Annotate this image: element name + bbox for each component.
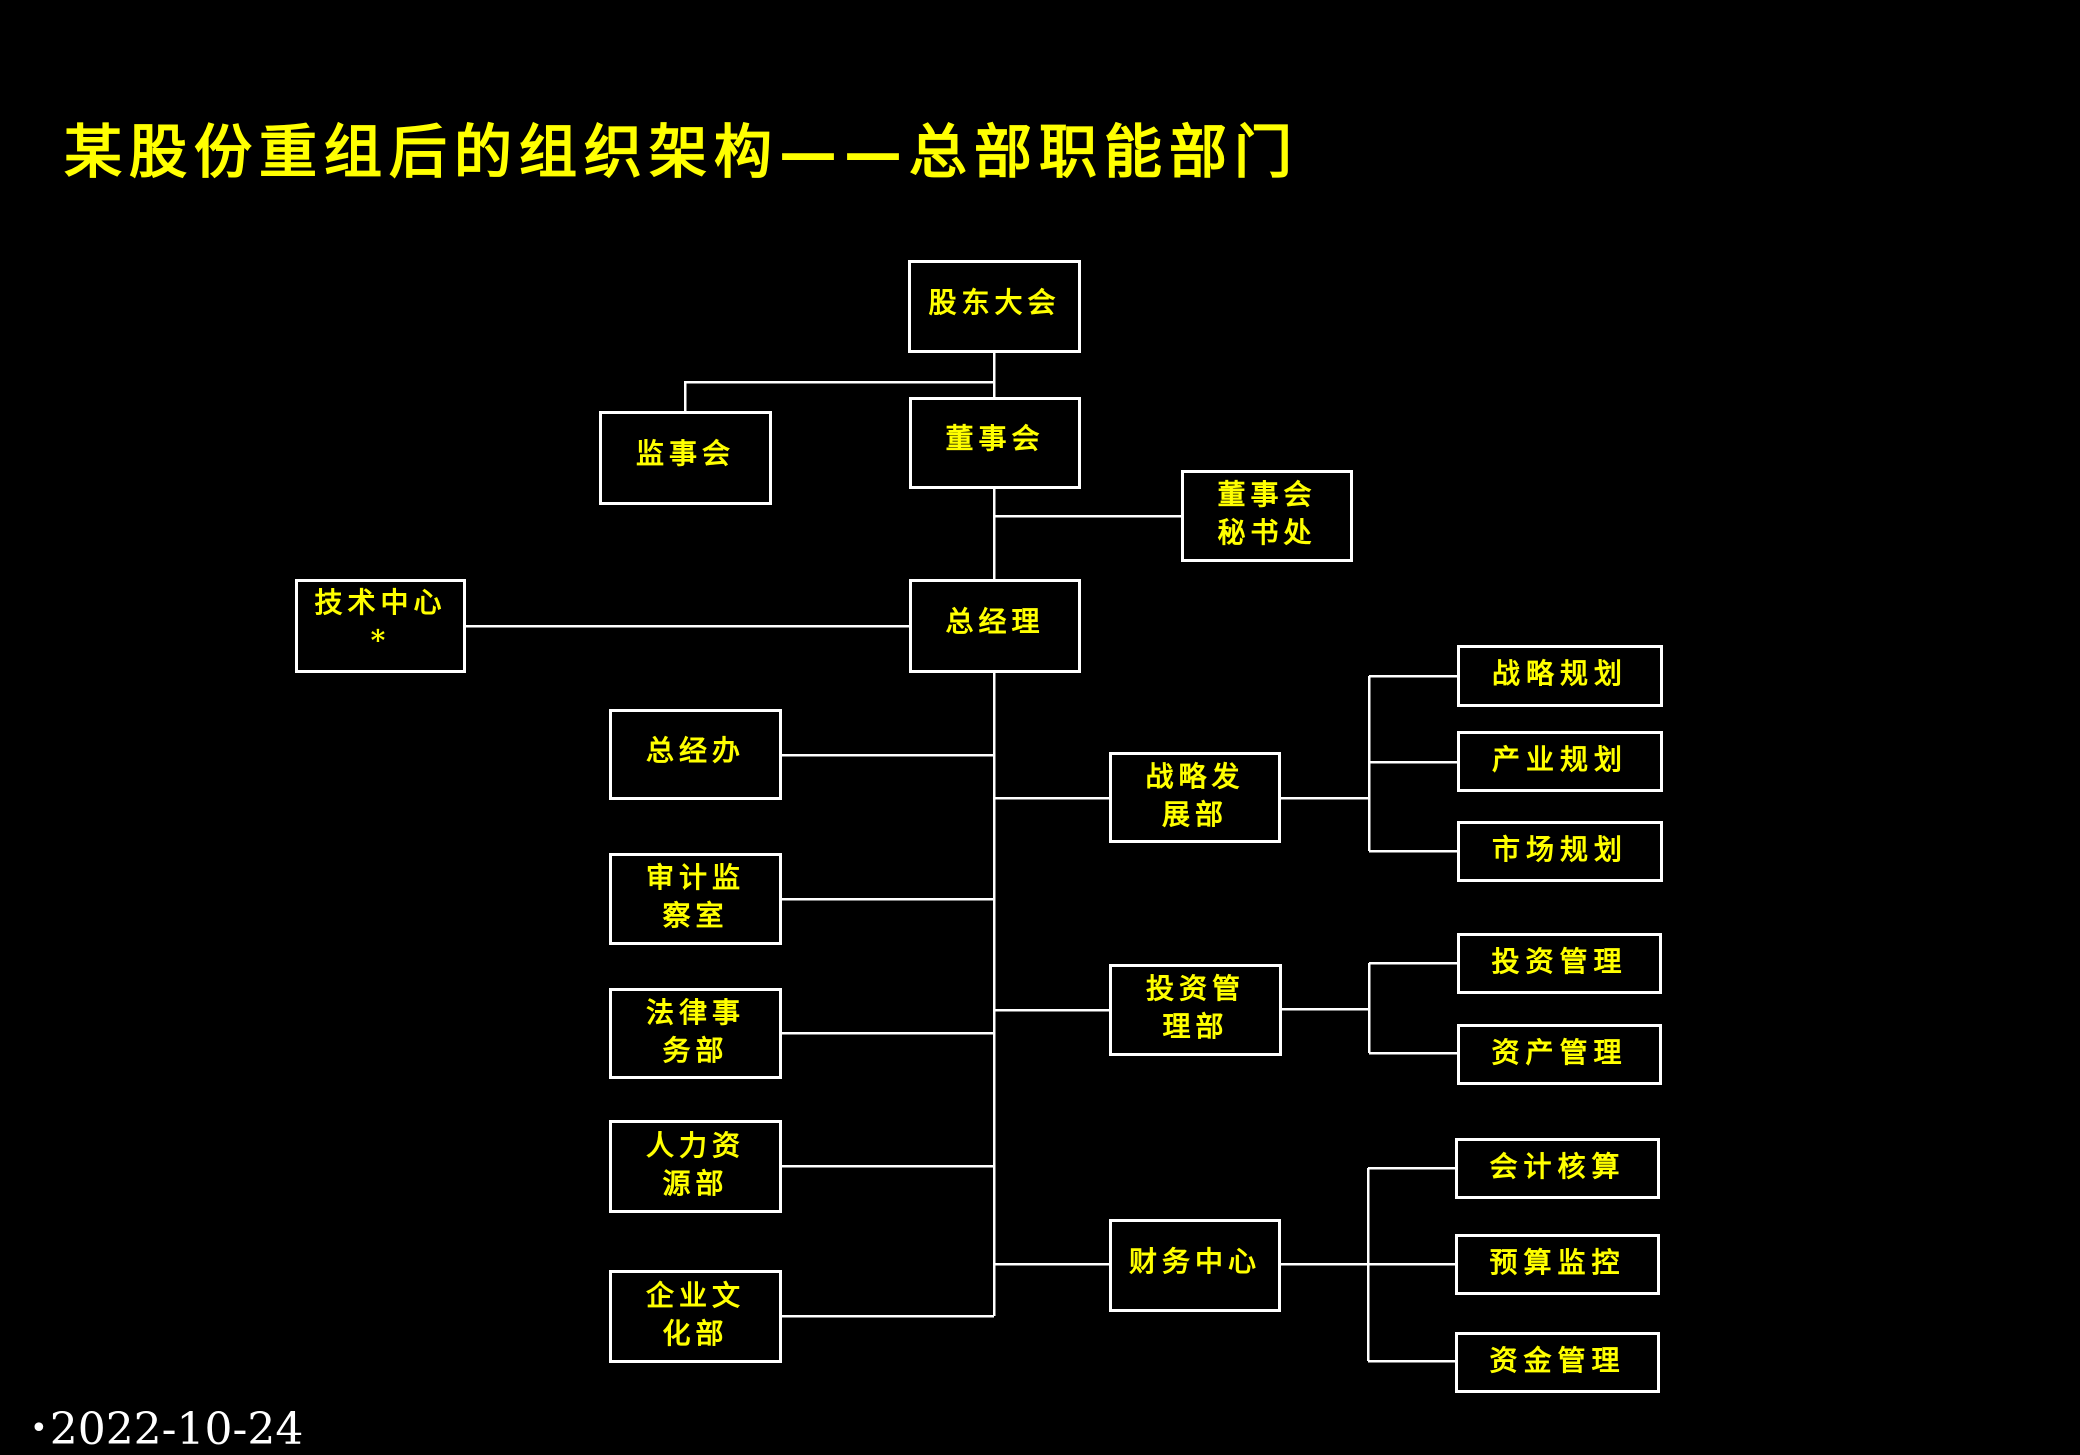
node-label: 投资管理 [1491, 944, 1628, 978]
bullet-icon: • [30, 1411, 48, 1446]
node-right-dept-investment: 投资管理部 [1109, 964, 1282, 1056]
node-label: 法律事务部 [645, 995, 745, 1067]
node-left-dept-general-office: 总经办 [609, 709, 782, 800]
node-sub-market-planning: 市场规划 [1457, 821, 1663, 882]
node-label: 人力资源部 [645, 1128, 745, 1200]
node-general-manager: 总经理 [909, 579, 1081, 673]
node-left-dept-hr: 人力资源部 [609, 1120, 782, 1213]
node-label: 总经办 [645, 733, 745, 767]
node-shareholders-meeting: 股东大会 [908, 260, 1081, 353]
node-label: 股东大会 [928, 285, 1061, 319]
node-label: 企业文化部 [645, 1278, 745, 1350]
node-label: 监事会 [635, 437, 735, 470]
node-sub-accounting: 会计核算 [1455, 1138, 1660, 1199]
node-left-dept-legal: 法律事务部 [609, 988, 782, 1079]
node-label: 市场规划 [1491, 832, 1628, 866]
node-right-dept-strategy: 战略发展部 [1109, 752, 1281, 843]
slide-title: 某股份重组后的组织架构——总部职能部门 [64, 118, 1300, 186]
node-left-dept-culture: 企业文化部 [609, 1270, 782, 1363]
node-label: 产业规划 [1491, 742, 1628, 776]
node-sub-fund-management: 资金管理 [1455, 1332, 1660, 1393]
node-label: 技术中心* [314, 586, 447, 657]
node-supervisory-board: 监事会 [599, 411, 772, 505]
node-sub-asset-management: 资产管理 [1457, 1024, 1662, 1085]
footer-date: •2022-10-24 [30, 1404, 303, 1455]
node-sub-industry-planning: 产业规划 [1457, 731, 1663, 792]
node-label: 审计监察室 [645, 861, 745, 932]
node-label: 资金管理 [1489, 1343, 1626, 1377]
node-label: 总经理 [945, 605, 1045, 638]
node-label: 战略发展部 [1145, 759, 1245, 831]
node-tech-center: 技术中心* [295, 579, 466, 673]
node-sub-budget-control: 预算监控 [1455, 1234, 1660, 1295]
connector-shareholders-to-supervisory [683, 380, 994, 411]
node-label: 财务中心 [1128, 1244, 1261, 1278]
node-label: 会计核算 [1489, 1149, 1626, 1183]
node-left-dept-audit: 审计监察室 [609, 853, 782, 945]
node-sub-strategic-planning: 战略规划 [1457, 645, 1663, 707]
node-label: 预算监控 [1489, 1245, 1626, 1279]
node-label: 投资管理部 [1145, 972, 1245, 1043]
node-label: 资产管理 [1491, 1035, 1628, 1069]
node-board-of-directors: 董事会 [909, 397, 1081, 489]
node-label: 战略规划 [1491, 657, 1628, 690]
node-right-dept-finance: 财务中心 [1109, 1219, 1281, 1312]
node-label: 董事会秘书处 [1217, 478, 1317, 549]
node-sub-investment-management: 投资管理 [1457, 933, 1662, 994]
node-board-secretariat: 董事会秘书处 [1181, 470, 1353, 562]
node-label: 董事会 [945, 422, 1045, 455]
footer-date-text: 2022-10-24 [49, 1404, 304, 1455]
